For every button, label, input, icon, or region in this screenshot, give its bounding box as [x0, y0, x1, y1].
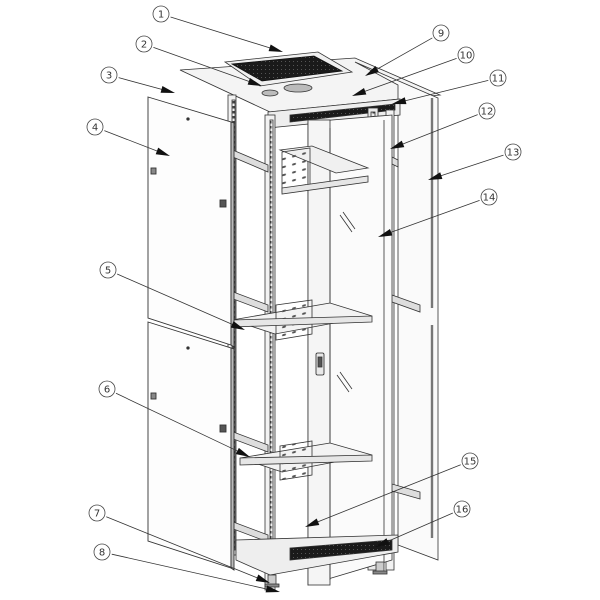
arrowhead-icon — [392, 97, 407, 105]
callout-6: 6 — [98, 380, 250, 457]
leveling-foot-left — [267, 574, 277, 586]
callout-circle — [480, 188, 498, 206]
callout-circle — [461, 452, 479, 470]
leader-line — [312, 464, 461, 525]
leader-line — [435, 154, 504, 178]
callout-number: 5 — [105, 266, 111, 277]
left-side-panel-upper — [147, 96, 235, 348]
callout-circle — [489, 69, 507, 87]
callout-circle — [478, 102, 496, 120]
callout-circle — [504, 143, 522, 161]
callout-number: 13 — [507, 148, 520, 159]
arrowhead-icon — [235, 447, 250, 457]
arrowhead-icon — [155, 147, 170, 156]
arrowhead-icon — [365, 66, 379, 76]
callout-circle — [100, 66, 118, 84]
callout-number: 3 — [106, 71, 112, 82]
callout-number: 11 — [492, 74, 505, 85]
callout-11: 11 — [392, 69, 507, 105]
shelf-upper — [278, 145, 370, 195]
callout-7: 7 — [88, 504, 270, 583]
leader-line — [153, 46, 255, 84]
callout-5: 5 — [99, 261, 245, 330]
leader-line — [116, 273, 238, 328]
callout-12: 12 — [390, 102, 496, 149]
callout-number: 6 — [104, 385, 110, 396]
leader-line — [170, 16, 276, 51]
callout-1: 1 — [152, 5, 283, 52]
callout-15: 15 — [305, 452, 479, 527]
callout-number: 2 — [141, 40, 147, 51]
leveling-foot-right — [375, 561, 385, 573]
callout-4: 4 — [86, 118, 170, 156]
callout-circle — [135, 35, 153, 53]
callout-number: 4 — [92, 123, 98, 134]
leader-line — [115, 392, 243, 454]
callout-10: 10 — [352, 46, 475, 96]
arrowhead-icon — [255, 574, 270, 583]
arrowhead-icon — [378, 228, 393, 237]
arrowhead-icon — [428, 172, 443, 180]
callout-number: 12 — [481, 107, 494, 118]
arrowhead-icon — [352, 87, 367, 96]
callout-number: 14 — [483, 193, 496, 204]
leader-line — [118, 77, 168, 92]
arrowhead-icon — [375, 538, 390, 547]
arrowhead-icon — [230, 321, 245, 330]
callout-number: 10 — [460, 51, 473, 62]
leader-line — [382, 512, 453, 545]
callout-number: 15 — [464, 457, 477, 468]
arrowhead-icon — [160, 85, 175, 93]
left-side-panel-lower — [147, 321, 235, 571]
callout-circle — [99, 261, 117, 279]
arrowhead-icon — [305, 518, 320, 527]
callout-14: 14 — [378, 188, 498, 237]
callout-13: 13 — [428, 143, 522, 180]
callout-number: 1 — [158, 10, 164, 21]
callout-number: 7 — [94, 509, 100, 520]
callout-circle — [432, 24, 450, 42]
shelf-lower — [239, 440, 373, 481]
callout-circle — [152, 5, 170, 23]
callout-circle — [86, 118, 104, 136]
leader-line — [399, 79, 489, 103]
leader-line — [111, 553, 273, 591]
leader-line — [359, 58, 457, 94]
callout-2: 2 — [135, 35, 262, 86]
leader-line — [397, 114, 478, 147]
arrowhead-icon — [390, 140, 405, 149]
arrowhead-icon — [265, 585, 280, 593]
callout-number: 16 — [456, 505, 469, 516]
leader-line — [385, 200, 480, 235]
callout-circle — [453, 500, 471, 518]
leader-line — [104, 130, 163, 154]
callout-number: 9 — [438, 29, 444, 40]
shelf-middle — [231, 299, 373, 341]
callout-9: 9 — [365, 24, 450, 76]
callout-circle — [88, 504, 106, 522]
callout-8: 8 — [93, 543, 280, 593]
leader-line — [106, 516, 263, 581]
callout-16: 16 — [375, 500, 471, 547]
callout-circle — [93, 543, 111, 561]
arrowhead-icon — [268, 44, 283, 52]
leader-line — [371, 37, 433, 73]
arrowhead-icon — [247, 78, 262, 86]
callout-3: 3 — [100, 66, 175, 93]
callout-number: 8 — [99, 548, 105, 559]
callout-circle — [457, 46, 475, 64]
callout-circle — [98, 380, 116, 398]
right-side-panel — [354, 61, 439, 561]
